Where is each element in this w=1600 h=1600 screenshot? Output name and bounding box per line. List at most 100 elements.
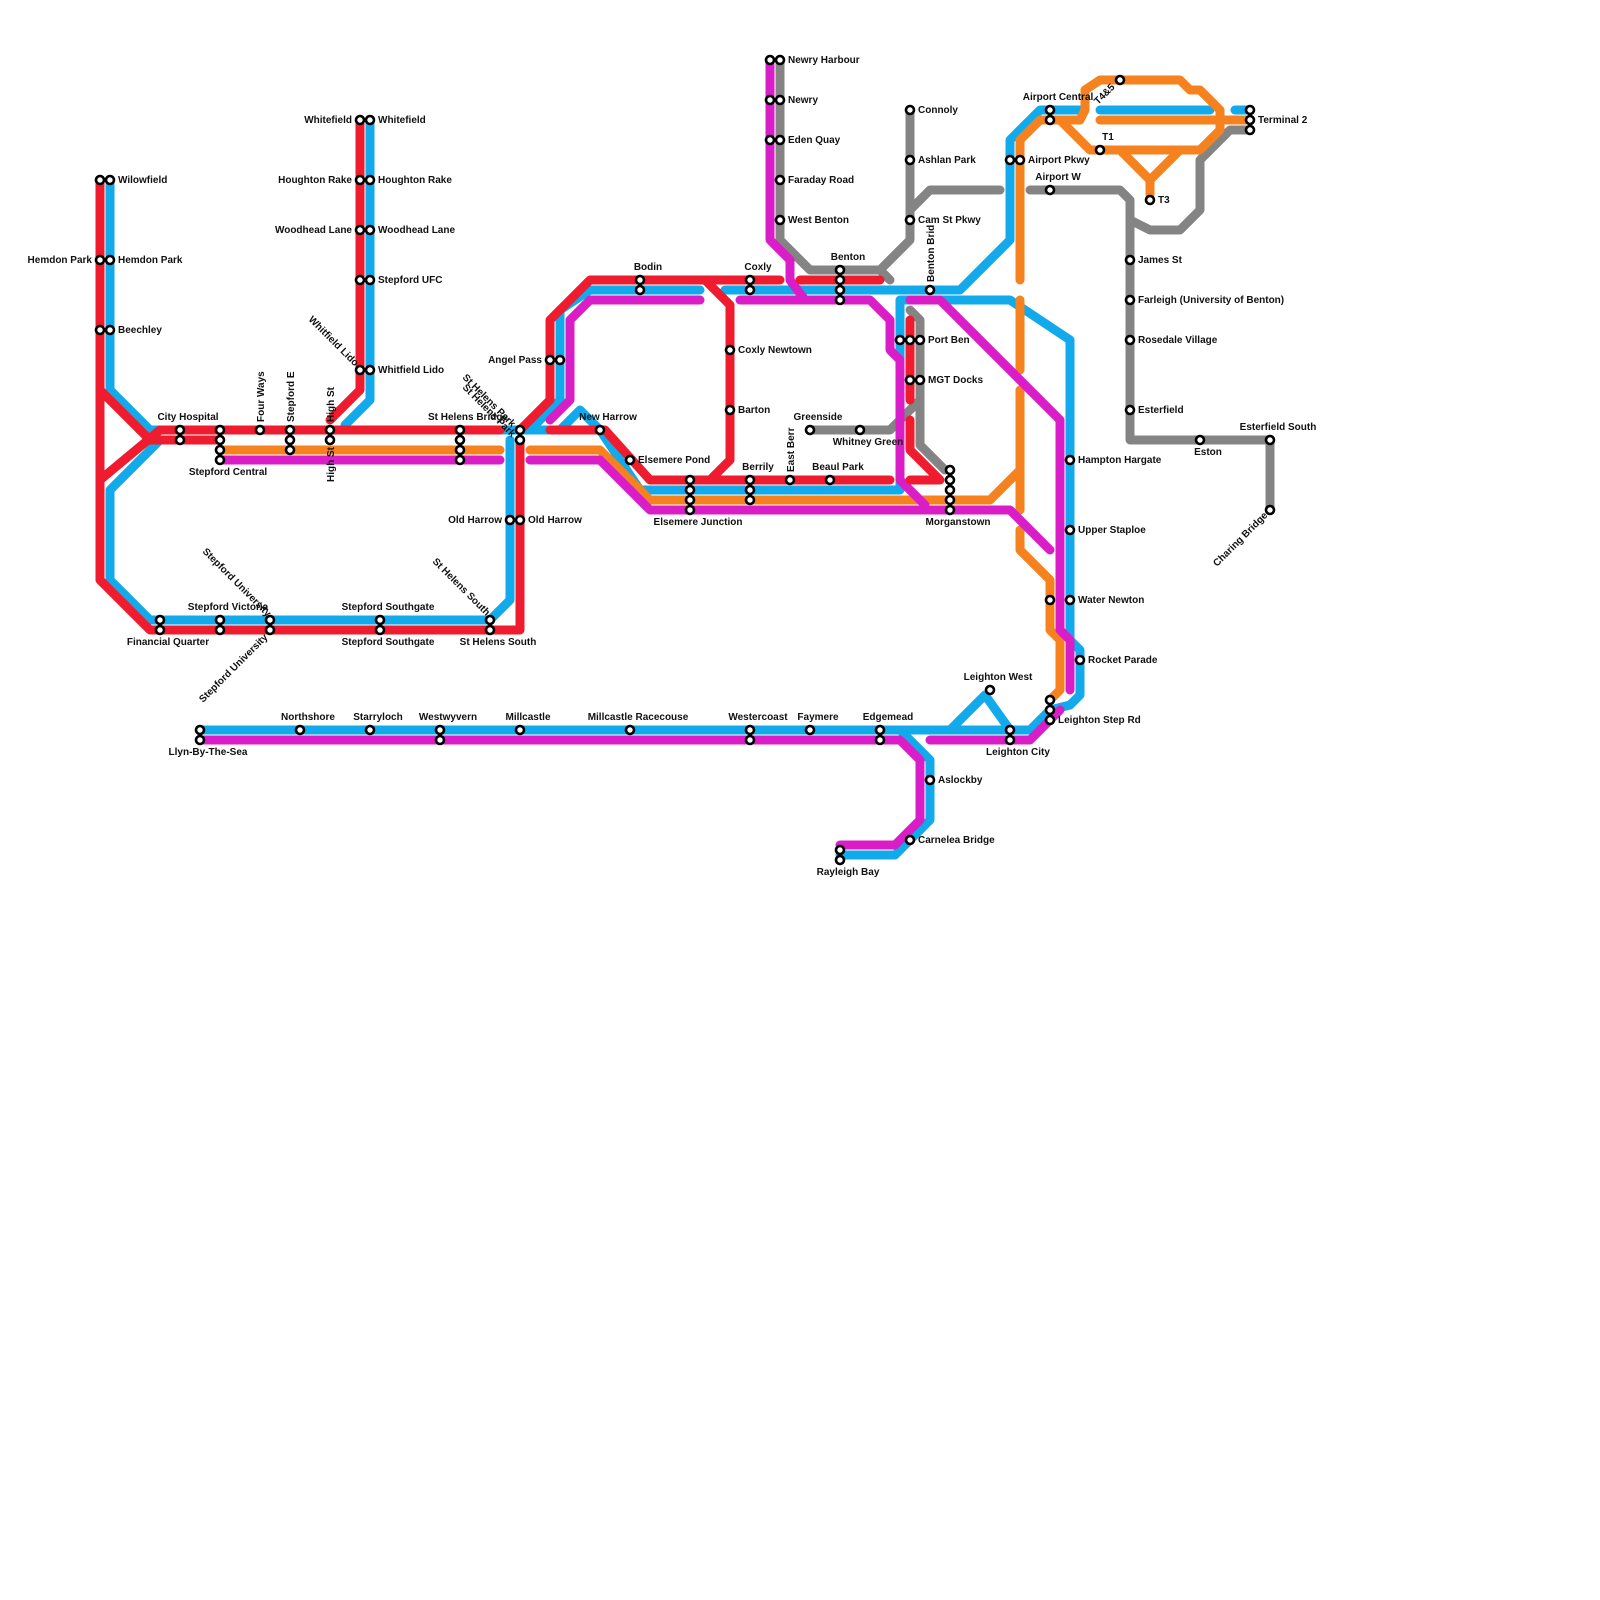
station-westwyvern-stop[interactable] [436,726,444,734]
station-whitefield-stop[interactable] [356,116,364,124]
station-whitfield-lido-stop[interactable] [356,366,364,374]
station-leighton-city-stop[interactable] [1006,726,1014,734]
station-woodhead-lane-stop[interactable] [356,226,364,234]
station-newry-stop[interactable] [766,96,774,104]
station-upper-staploe-stop[interactable] [1066,526,1074,534]
station-stepford-e-stop[interactable] [286,426,294,434]
station-morganstown-stop[interactable] [946,476,954,484]
station-hampton-hargate-stop[interactable] [1066,456,1074,464]
station-st-helens-south-stop[interactable] [486,626,494,634]
station-whitfield-lido-stop[interactable] [366,366,374,374]
station-stepford-e-stop[interactable] [286,436,294,444]
station-leighton-city-stop[interactable] [1006,736,1014,744]
station-berrily-stop[interactable] [746,476,754,484]
station-greenside-stop[interactable] [806,426,814,434]
station-airport-central-stop[interactable] [1046,106,1054,114]
station-rayleigh-bay-stop[interactable] [836,856,844,864]
station-james-st-stop[interactable] [1126,256,1134,264]
station-carnelea-bridge-stop[interactable] [906,836,914,844]
station-st-helens-park-stop[interactable] [516,426,524,434]
station-newry-harbour-stop[interactable] [776,56,784,64]
station-stepford-southgate-stop[interactable] [376,626,384,634]
station-stepford-university-stop[interactable] [266,626,274,634]
station-stepford-central-stop[interactable] [216,426,224,434]
station-port-ben-stop[interactable] [916,336,924,344]
station-port-ben-stop[interactable] [906,336,914,344]
station-beechley-stop[interactable] [96,326,104,334]
station-terminal-2-stop[interactable] [1246,106,1254,114]
station-houghton-rake-stop[interactable] [366,176,374,184]
station-airport-pkwy-stop[interactable] [1006,156,1014,164]
station-northshore-stop[interactable] [296,726,304,734]
station-westwyvern-stop[interactable] [436,736,444,744]
station-water-newton-stop[interactable] [1066,596,1074,604]
station-benton-brid-stop[interactable] [926,286,934,294]
station-eden-quay-stop[interactable] [776,136,784,144]
station-millcastle-stop[interactable] [516,726,524,734]
station-leighton-step-rd-stop[interactable] [1046,706,1054,714]
station-airport-w-stop[interactable] [1046,186,1054,194]
station-stepford-victoria-stop[interactable] [216,616,224,624]
station-stepford-southgate-stop[interactable] [376,616,384,624]
station-city-hospital-stop[interactable] [176,426,184,434]
station-elsemere-junction-stop[interactable] [686,496,694,504]
station-stepford-ufc-stop[interactable] [366,276,374,284]
station-t4-5-stop[interactable] [1116,76,1124,84]
station-airport-central-stop[interactable] [1046,116,1054,124]
station-coxly-stop[interactable] [746,276,754,284]
station-newry-stop[interactable] [776,96,784,104]
station-esterfield-stop[interactable] [1126,406,1134,414]
station-barton-stop[interactable] [726,406,734,414]
station-high-st-stop[interactable] [326,426,334,434]
station-angel-pass-stop[interactable] [546,356,554,364]
station-city-hospital-stop[interactable] [176,436,184,444]
station-llyn-by-the-sea-stop[interactable] [196,726,204,734]
station-st-helens-bridge-stop[interactable] [456,426,464,434]
station-beaul-park-stop[interactable] [826,476,834,484]
station-t3-stop[interactable] [1146,196,1154,204]
station-high-st-stop[interactable] [326,436,334,444]
station-rocket-parade-stop[interactable] [1076,656,1084,664]
station-morganstown-stop[interactable] [946,496,954,504]
station-rosedale-village-stop[interactable] [1126,336,1134,344]
station-airport-pkwy-stop[interactable] [1016,156,1024,164]
station-st-helens-bridge-stop[interactable] [456,456,464,464]
station-west-benton-stop[interactable] [776,216,784,224]
station-ashlan-park-stop[interactable] [906,156,914,164]
station-rayleigh-bay-stop[interactable] [836,846,844,854]
station-beechley-stop[interactable] [106,326,114,334]
station-terminal-2-stop[interactable] [1246,116,1254,124]
station-elsemere-junction-stop[interactable] [686,506,694,514]
station-st-helens-bridge-stop[interactable] [456,436,464,444]
station-t1-stop[interactable] [1096,146,1104,154]
station-woodhead-lane-stop[interactable] [366,226,374,234]
station-coxly-stop[interactable] [746,286,754,294]
station-aslockby-stop[interactable] [926,776,934,784]
station-mgt-docks-stop[interactable] [906,376,914,384]
station-houghton-rake-stop[interactable] [356,176,364,184]
station-elsemere-pond-stop[interactable] [626,456,634,464]
station-angel-pass-stop[interactable] [556,356,564,364]
station-elsemere-junction-stop[interactable] [686,476,694,484]
station-new-harrow-stop[interactable] [596,426,604,434]
station-westercoast-stop[interactable] [746,736,754,744]
station-stepford-ufc-stop[interactable] [356,276,364,284]
station-stepford-central-stop[interactable] [216,436,224,444]
station-eden-quay-stop[interactable] [766,136,774,144]
station-morganstown-stop[interactable] [946,506,954,514]
station-hemdon-park-stop[interactable] [96,256,104,264]
station-st-helens-bridge-stop[interactable] [456,446,464,454]
station-edgemead-stop[interactable] [876,736,884,744]
station-elsemere-junction-stop[interactable] [686,486,694,494]
station-old-harrow-stop[interactable] [516,516,524,524]
station-benton-stop[interactable] [836,286,844,294]
station-bodin-stop[interactable] [636,286,644,294]
station-leighton-step-rd-stop[interactable] [1046,696,1054,704]
station-faraday-road-stop[interactable] [776,176,784,184]
station-edgemead-stop[interactable] [876,726,884,734]
station-terminal-2-stop[interactable] [1246,126,1254,134]
station-whitney-green-stop[interactable] [856,426,864,434]
station-wilowfield-stop[interactable] [96,176,104,184]
station-stepford-central-stop[interactable] [216,456,224,464]
station-farleigh-stop[interactable] [1126,296,1134,304]
